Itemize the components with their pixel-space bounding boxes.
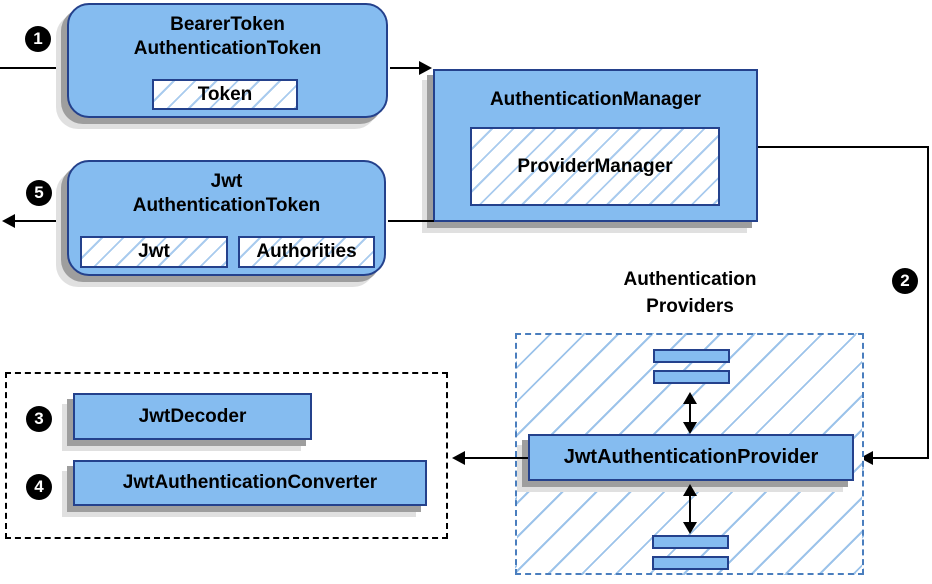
step-3-badge: 3 — [26, 406, 52, 432]
incoming-request-line — [0, 67, 67, 69]
jwt-authentication-converter-node: JwtAuthenticationConverter — [73, 460, 427, 506]
token-field: Token — [152, 79, 298, 110]
jwt-authentication-provider-node: JwtAuthenticationProvider — [528, 434, 854, 481]
bidirectional-arrow-up-icon — [683, 392, 697, 404]
jwt-field: Jwt — [80, 236, 228, 268]
other-provider-bar — [652, 535, 729, 549]
bearer-token-title-line1: BearerToken — [170, 14, 285, 35]
jwt-authentication-provider-title: JwtAuthenticationProvider — [563, 446, 819, 468]
provider-manager-field: ProviderManager — [470, 127, 720, 206]
authentication-manager-title: AuthenticationManager — [489, 89, 702, 110]
jwt-authentication-token-node: Jwt AuthenticationToken Jwt Authorities — [67, 160, 386, 276]
jwt-decoder-node: JwtDecoder — [73, 393, 312, 440]
outgoing-result-line — [13, 220, 67, 222]
manager-to-token-link-line — [388, 220, 434, 222]
manager-to-provider-line-top — [758, 146, 929, 148]
step-2-badge: 2 — [892, 268, 918, 294]
bidirectional-arrow-line — [689, 494, 691, 524]
jwt-decoder-title: JwtDecoder — [138, 406, 247, 427]
decoder-converter-container: JwtDecoder JwtAuthenticationConverter — [5, 372, 448, 539]
jwt-token-title-line2: AuthenticationToken — [132, 195, 321, 216]
outgoing-result-arrowhead-icon — [2, 214, 15, 228]
provider-to-decoder-arrowhead-icon — [452, 451, 465, 465]
other-provider-bar — [653, 349, 730, 363]
bidirectional-arrow-down-icon — [683, 522, 697, 534]
bidirectional-arrow-down-icon — [683, 422, 697, 434]
step-4-badge: 4 — [26, 474, 52, 500]
bearer-to-manager-arrowhead-icon — [419, 61, 432, 75]
other-provider-bar — [653, 370, 730, 384]
provider-to-decoder-line — [464, 457, 528, 459]
bearer-token-title-line2: AuthenticationToken — [133, 38, 322, 59]
jwt-token-title-line1: Jwt — [210, 171, 243, 192]
jwt-authentication-converter-title: JwtAuthenticationConverter — [122, 472, 378, 493]
step-1-badge: 1 — [25, 26, 51, 52]
authentication-providers-container: JwtAuthenticationProvider — [515, 333, 864, 575]
authorities-field: Authorities — [238, 236, 375, 268]
providers-label-line1: Authentication — [623, 269, 757, 290]
bidirectional-arrow-up-icon — [683, 484, 697, 496]
bidirectional-arrow-line — [689, 402, 691, 424]
authentication-manager-node: AuthenticationManager ProviderManager — [433, 69, 758, 222]
manager-to-provider-line-vertical — [927, 146, 929, 459]
bearer-token-authentication-token-node: BearerToken AuthenticationToken Token — [67, 3, 388, 118]
manager-to-provider-line-bottom — [872, 457, 929, 459]
step-5-badge: 5 — [26, 180, 52, 206]
other-provider-bar — [652, 556, 729, 570]
bearer-to-manager-arrow-line — [390, 67, 420, 69]
providers-label-line2: Providers — [646, 296, 734, 317]
